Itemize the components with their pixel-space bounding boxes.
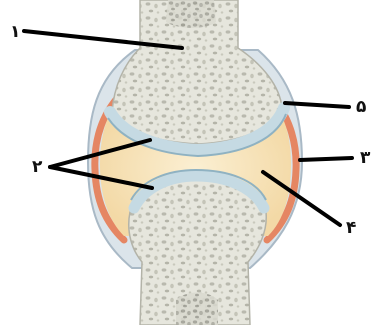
label-cartilage: ۲ bbox=[32, 157, 43, 177]
label-bone: ۱ bbox=[10, 22, 20, 42]
upper-bone-marrow bbox=[166, 0, 216, 28]
label-fluid: ۴ bbox=[346, 218, 356, 238]
leader-line-capsule bbox=[300, 158, 352, 160]
lower-bone-marrow bbox=[176, 293, 218, 325]
label-capsule: ۳ bbox=[360, 148, 371, 168]
label-membrane: ۵ bbox=[356, 97, 366, 117]
